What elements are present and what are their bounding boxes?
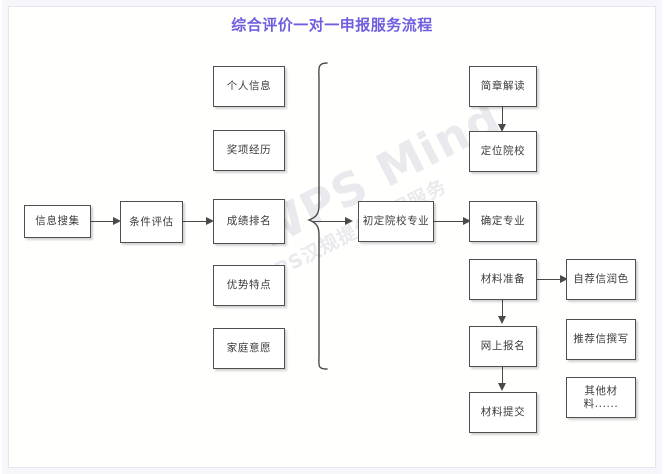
arrowhead-brace-to-prelim: [345, 217, 353, 225]
arrowhead-prelim-to-confirm-major: [463, 217, 471, 225]
connector-materialprep-to-selfrec: [537, 279, 565, 281]
node-family-wish[interactable]: 家庭意愿: [213, 328, 285, 369]
arrowhead-brochure-to-locate: [498, 124, 506, 132]
connector-prelim-to-confirm-major: [434, 221, 468, 223]
node-score-rank[interactable]: 成绩排名: [213, 199, 285, 244]
node-brochure-reading[interactable]: 简章解读: [469, 66, 537, 107]
node-confirm-major[interactable]: 确定专业: [469, 201, 537, 242]
connector-condition-to-scorerank: [183, 221, 209, 223]
node-online-apply[interactable]: 网上报名: [469, 326, 537, 367]
arrowhead-materialprep-to-selfrec: [560, 275, 568, 283]
connector-brochure-to-locate: [502, 107, 504, 129]
connector-online-to-submit: [502, 367, 504, 387]
node-self-rec-polish[interactable]: 自荐信润色: [566, 259, 636, 300]
node-recommend-letter[interactable]: 推荐信撰写: [566, 319, 636, 360]
node-material-prep[interactable]: 材料准备: [469, 259, 537, 300]
node-prelim-school-major[interactable]: 初定院校专业: [358, 201, 434, 242]
node-material-submit[interactable]: 材料提交: [469, 392, 537, 433]
connector-info-to-condition: [91, 221, 115, 223]
arrowhead-online-to-submit: [498, 383, 506, 391]
arrowhead-materialprep-to-online: [498, 316, 506, 324]
node-award-history[interactable]: 奖项经历: [213, 130, 285, 171]
node-other-materials[interactable]: 其他材料......: [566, 377, 636, 418]
arrowhead-condition-to-scorerank: [206, 217, 214, 225]
node-locate-school[interactable]: 定位院校: [469, 131, 537, 172]
diagram-frame: [8, 6, 656, 468]
node-strength-traits[interactable]: 优势特点: [213, 265, 285, 306]
connector-brace-to-prelim: [312, 221, 350, 223]
node-condition-eval[interactable]: 条件评估: [120, 201, 183, 243]
page-title: 综合评价一对一申报服务流程: [231, 16, 433, 34]
connector-materialprep-to-online: [502, 300, 504, 320]
group-brace: [307, 62, 328, 370]
node-info-collection[interactable]: 信息搜集: [24, 205, 91, 238]
arrowhead-info-to-condition: [113, 217, 121, 225]
node-personal-info[interactable]: 个人信息: [213, 66, 285, 107]
